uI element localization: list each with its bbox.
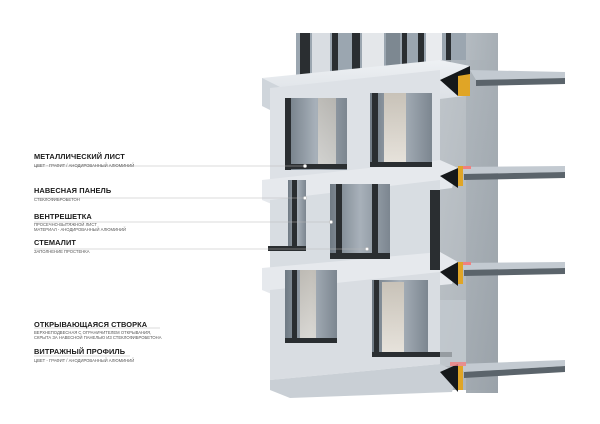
leader-lines: [34, 164, 369, 357]
legend-title: ОТКРЫВАЮЩАЯСЯ СТВОРКА: [34, 320, 148, 329]
legend-stemalit: СТЕМАЛИТ ЗАПОЛНЕНИЕ ПРОСТЕНКА: [34, 238, 90, 254]
legend-opening-sash: ОТКРЫВАЮЩАЯСЯ СТВОРКА ВЕРХНЕПОДВЕСНАЯ С …: [34, 320, 161, 341]
legend-desc: ПРОСЕЧНО-ВЫТЯЖНОЙ ЛИСТ: [34, 222, 97, 227]
legend-desc: ВЕРХНЕПОДВЕСНАЯ С ОГРАНИЧИТЕЛЕМ ОТКРЫВАН…: [34, 330, 152, 335]
floor-slabs: [458, 70, 565, 378]
legend-desc: ЦВЕТ - ГРАФИТ / АНОДИРОВАННЫЙ АЛЮМИНИЙ: [34, 358, 135, 363]
legend-title: СТЕМАЛИТ: [34, 238, 76, 247]
windows-upper: [285, 93, 432, 170]
legend-vent-grille: ВЕНТРЕШЕТКА ПРОСЕЧНО-ВЫТЯЖНОЙ ЛИСТ МАТЕР…: [34, 212, 126, 233]
legend-desc: ЦВЕТ - ГРАФИТ / АНОДИРОВАННЫЙ АЛЮМИНИЙ: [34, 163, 135, 168]
windows-lower: [285, 270, 466, 366]
legend-title: ВЕНТРЕШЕТКА: [34, 212, 92, 221]
legend-title: МЕТАЛЛИЧЕСКИЙ ЛИСТ: [34, 152, 125, 161]
legend-desc: СТЕКЛОФИБРОБЕТОН: [34, 197, 80, 202]
legend-desc: ЗАПОЛНЕНИЕ ПРОСТЕНКА: [34, 249, 90, 254]
windows-middle: [268, 180, 440, 270]
legend-desc: СКРЫТА ЗА НАВЕСНОЙ ПАНЕЛЬЮ ИЗ СТЕКЛОФИБР…: [34, 335, 162, 341]
legend-hanging-panel: НАВЕСНАЯ ПАНЕЛЬ СТЕКЛОФИБРОБЕТОН: [34, 186, 111, 202]
insulation-markers: [458, 74, 470, 390]
legend-curtain-wall-profile: ВИТРАЖНЫЙ ПРОФИЛЬ ЦВЕТ - ГРАФИТ / АНОДИР…: [34, 347, 134, 363]
sealant-markers: [450, 166, 471, 366]
legend-desc: МАТЕРИАЛ - АНОДИРОВАННЫЙ АЛЮМИНИЙ: [34, 227, 127, 233]
legend-title: НАВЕСНАЯ ПАНЕЛЬ: [34, 186, 112, 195]
legend-title: ВИТРАЖНЫЙ ПРОФИЛЬ: [34, 347, 126, 356]
legend-metal-sheet: МЕТАЛЛИЧЕСКИЙ ЛИСТ ЦВЕТ - ГРАФИТ / АНОДИ…: [34, 152, 134, 168]
